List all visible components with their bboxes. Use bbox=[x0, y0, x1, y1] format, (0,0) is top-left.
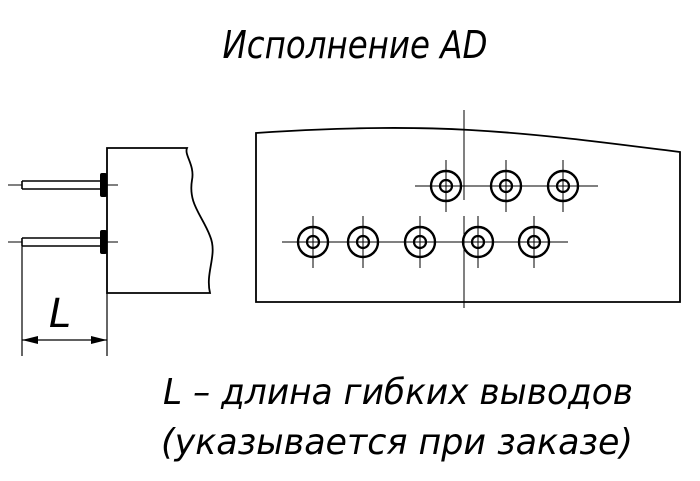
pin-lower-2 bbox=[346, 216, 380, 268]
side-lead-upper bbox=[8, 173, 118, 197]
legend-line-2: (указывается при заказе) bbox=[161, 422, 633, 463]
dimension-label: L bbox=[49, 291, 71, 337]
pin-lower-3 bbox=[403, 216, 437, 268]
dimension-l bbox=[21, 246, 108, 356]
side-lead-lower bbox=[8, 230, 118, 254]
pin-upper-3 bbox=[546, 160, 580, 212]
front-view bbox=[255, 110, 681, 308]
pin-lower-4 bbox=[461, 216, 495, 268]
legend-line-1: L – длина гибких выводов bbox=[163, 372, 633, 413]
drawing-title: Исполнение AD bbox=[223, 23, 488, 67]
front-view-body bbox=[255, 126, 681, 303]
side-view-body bbox=[106, 147, 214, 294]
side-view bbox=[106, 147, 214, 294]
pin-lower-5 bbox=[517, 216, 551, 268]
pin-upper-1 bbox=[429, 160, 463, 212]
pin-upper-2 bbox=[489, 160, 523, 212]
pin-lower-1 bbox=[296, 216, 330, 268]
